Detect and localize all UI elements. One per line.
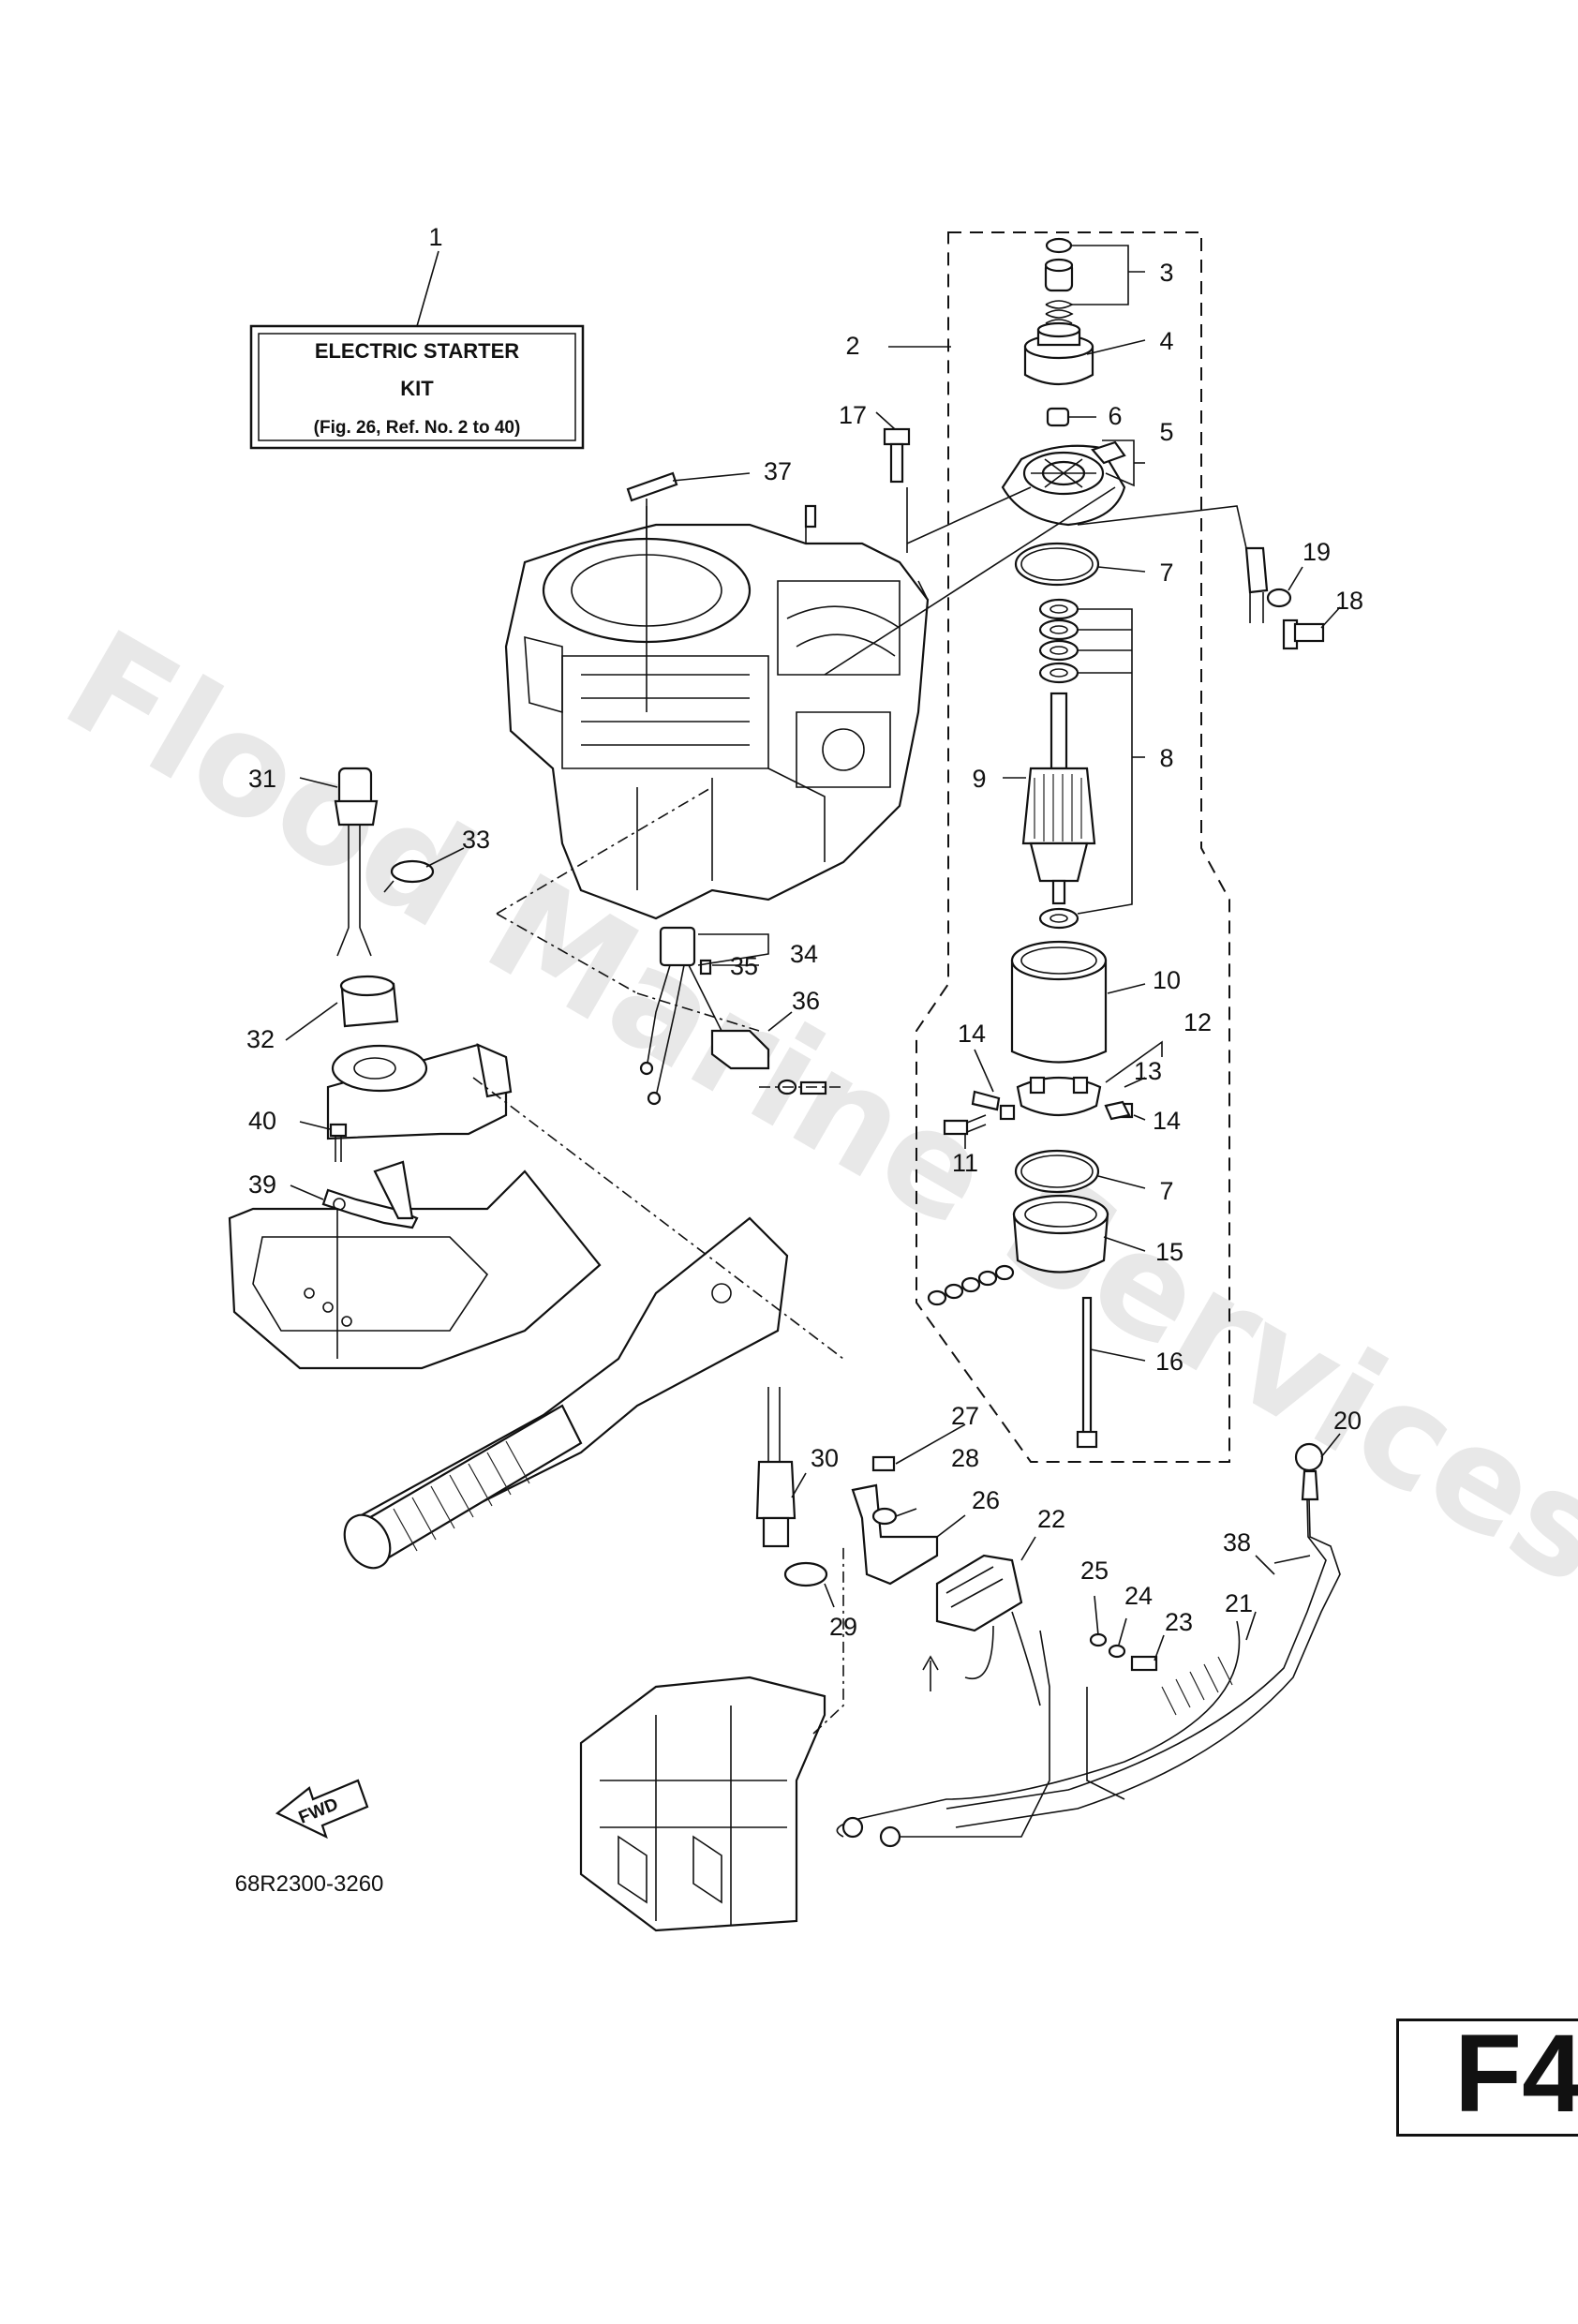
callout-27: 27	[951, 1402, 979, 1430]
starter-motor-parts	[883, 237, 1325, 1449]
callout-24: 24	[1124, 1582, 1153, 1610]
callout-32: 32	[246, 1025, 275, 1053]
lower-bracket-assembly	[228, 1043, 789, 1570]
callout-3: 3	[1159, 259, 1173, 287]
kit-box: ELECTRIC STARTER KIT (Fig. 26, Ref. No. …	[249, 250, 585, 450]
figure-label: F4	[1454, 2012, 1578, 2136]
callout-13: 13	[1134, 1057, 1162, 1085]
callout-22: 22	[1037, 1505, 1065, 1533]
rectifier-bracket	[851, 1483, 939, 1586]
battery-cables	[836, 1442, 1341, 1848]
callout-14b: 14	[1153, 1107, 1181, 1135]
callout-34: 34	[790, 940, 818, 968]
left-side-parts	[321, 471, 827, 1359]
callout-39: 39	[248, 1170, 276, 1199]
callout-15: 15	[1155, 1238, 1184, 1266]
callout-20: 20	[1333, 1407, 1362, 1435]
callout-31: 31	[248, 765, 276, 793]
callout-12: 12	[1184, 1008, 1212, 1036]
callout-30: 30	[811, 1444, 839, 1472]
callout-38: 38	[1223, 1528, 1251, 1557]
callout-10: 10	[1153, 966, 1181, 994]
kit-title-line2: KIT	[400, 377, 434, 400]
callout-numbers: 1 2 3 4 5 6 7 8 9 10 11 12 13 14 14 7 15…	[246, 223, 1363, 1641]
callout-40: 40	[248, 1107, 276, 1135]
callout-11: 11	[952, 1149, 978, 1177]
callout-21: 21	[1225, 1589, 1253, 1617]
callout-2: 2	[845, 332, 859, 360]
callout-5: 5	[1159, 418, 1173, 446]
leader-lines	[285, 245, 1341, 1735]
callout-16: 16	[1155, 1348, 1184, 1376]
callout-14a: 14	[958, 1020, 986, 1048]
fwd-arrow-icon: FWD	[275, 1779, 369, 1840]
drawing-code: 68R2300-3260	[235, 1871, 384, 1897]
rectifier-regulator	[935, 1554, 1041, 1706]
callout-33: 33	[462, 826, 490, 854]
callout-7a: 7	[1159, 559, 1173, 587]
callout-36: 36	[792, 987, 820, 1015]
figure-label-box	[1396, 2019, 1578, 2137]
callout-23: 23	[1165, 1608, 1193, 1636]
neutral-switch	[755, 1387, 796, 1548]
callout-8: 8	[1159, 744, 1173, 772]
engine-block	[504, 504, 930, 920]
callout-37: 37	[764, 457, 792, 485]
callout-6: 6	[1108, 402, 1122, 430]
callout-29: 29	[829, 1613, 857, 1641]
callout-28: 28	[951, 1444, 979, 1472]
callout-35: 35	[730, 952, 758, 980]
bottom-cowling	[579, 1676, 826, 1932]
callout-7b: 7	[1159, 1177, 1173, 1205]
callout-1: 1	[428, 223, 442, 251]
kit-title-line1: ELECTRIC STARTER	[315, 339, 519, 363]
callout-17: 17	[839, 401, 867, 429]
callout-19: 19	[1303, 538, 1331, 566]
clamp	[783, 1561, 828, 1587]
starter-group-outline	[916, 231, 1230, 1463]
callout-9: 9	[972, 765, 986, 793]
callout-25: 25	[1080, 1557, 1109, 1585]
callout-18: 18	[1335, 587, 1363, 615]
kit-reference: (Fig. 26, Ref. No. 2 to 40)	[314, 418, 521, 438]
callout-26: 26	[972, 1486, 1000, 1514]
callout-4: 4	[1159, 327, 1173, 355]
